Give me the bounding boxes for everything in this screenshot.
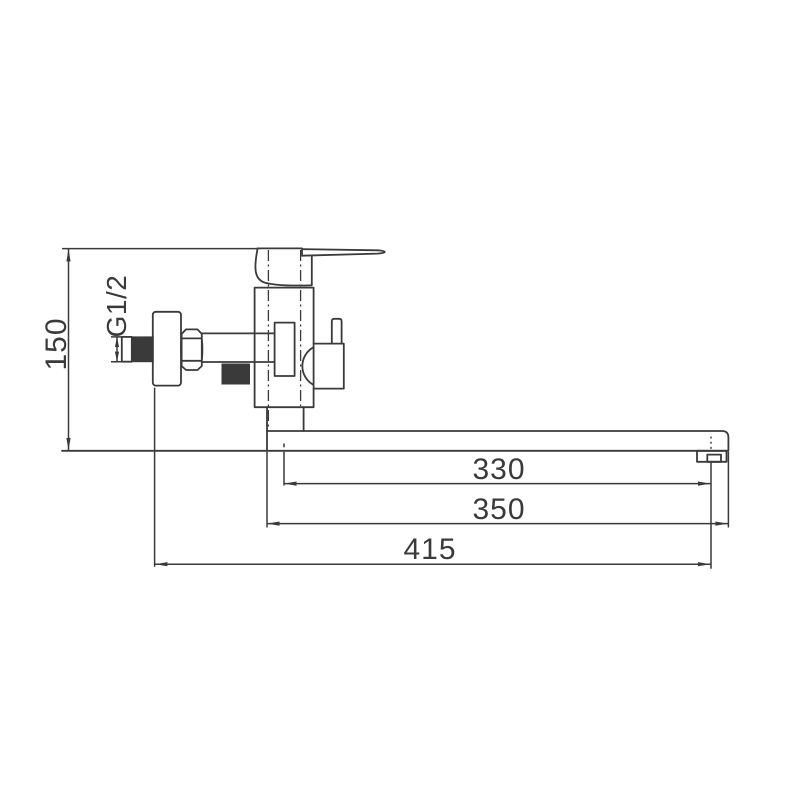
- seal-block: [221, 363, 250, 385]
- dimension-length-350: 350: [266, 451, 730, 528]
- dimension-thread-g12: G1/2: [101, 275, 132, 363]
- spout-neck: [266, 406, 305, 432]
- dimension-label-g12: G1/2: [101, 275, 132, 338]
- dimension-label-150: 150: [40, 317, 73, 370]
- aerator-inner: [706, 453, 722, 463]
- shower-outlet-boss: [301, 342, 345, 390]
- dimension-overall-415: 415: [153, 387, 711, 567]
- dimension-label-330: 330: [472, 453, 525, 486]
- thread-nipple-end: [120, 335, 133, 363]
- diverter-stub: [330, 317, 343, 345]
- dimension-label-415: 415: [403, 533, 456, 566]
- dimension-height-150: 150: [40, 247, 258, 451]
- handle-cap: [254, 247, 313, 287]
- centerlines: [267, 250, 712, 450]
- supply-pipe: [200, 332, 276, 363]
- spout: [61, 430, 730, 452]
- aerator: [696, 449, 728, 463]
- faucet-outline: [61, 247, 730, 463]
- cartridge: [273, 321, 296, 377]
- lever-handle: [301, 248, 386, 257]
- thread-nipple-hatched: [131, 336, 154, 363]
- wall-flange: [151, 310, 182, 387]
- faucet-body: [253, 286, 315, 409]
- hex-nut: [180, 328, 204, 371]
- dimension-label-350: 350: [472, 493, 525, 526]
- dimension-reach-330: 330: [283, 443, 712, 569]
